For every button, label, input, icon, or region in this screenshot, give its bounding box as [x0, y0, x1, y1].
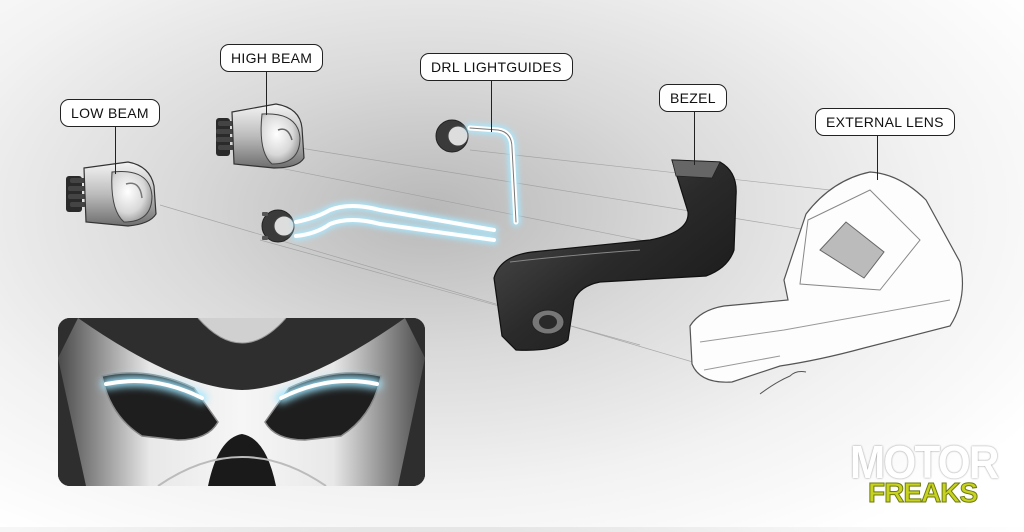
leader-line-drl [491, 80, 493, 132]
leader-line-external-lens [877, 134, 879, 180]
label-low-beam: LOW BEAM [60, 99, 160, 127]
external-lens-part [689, 171, 964, 395]
label-bezel: BEZEL [659, 84, 727, 112]
drl-lower-lightguide [261, 202, 498, 244]
bezel-part [493, 159, 737, 351]
perspective-guide-lines [159, 147, 901, 371]
label-high-beam: HIGH BEAM [220, 44, 324, 72]
inset-rendered-view [58, 318, 425, 486]
low-beam-module [66, 161, 157, 227]
logo-line-1: MOTOR [850, 436, 999, 488]
leader-line-bezel [694, 109, 696, 165]
motor-freaks-logo: MOTOR FREAKS [850, 439, 1010, 511]
label-external-lens: EXTERNAL LENS [815, 108, 955, 136]
leader-line-high-beam [266, 71, 268, 115]
label-drl-lightguides: DRL LIGHTGUIDES [420, 53, 573, 81]
high-beam-module [216, 103, 305, 169]
drl-upper-lightguide [435, 119, 521, 227]
leader-line-low-beam [115, 126, 117, 174]
logo-line-2: FREAKS [867, 477, 978, 508]
inset-headlight-render [58, 318, 425, 486]
